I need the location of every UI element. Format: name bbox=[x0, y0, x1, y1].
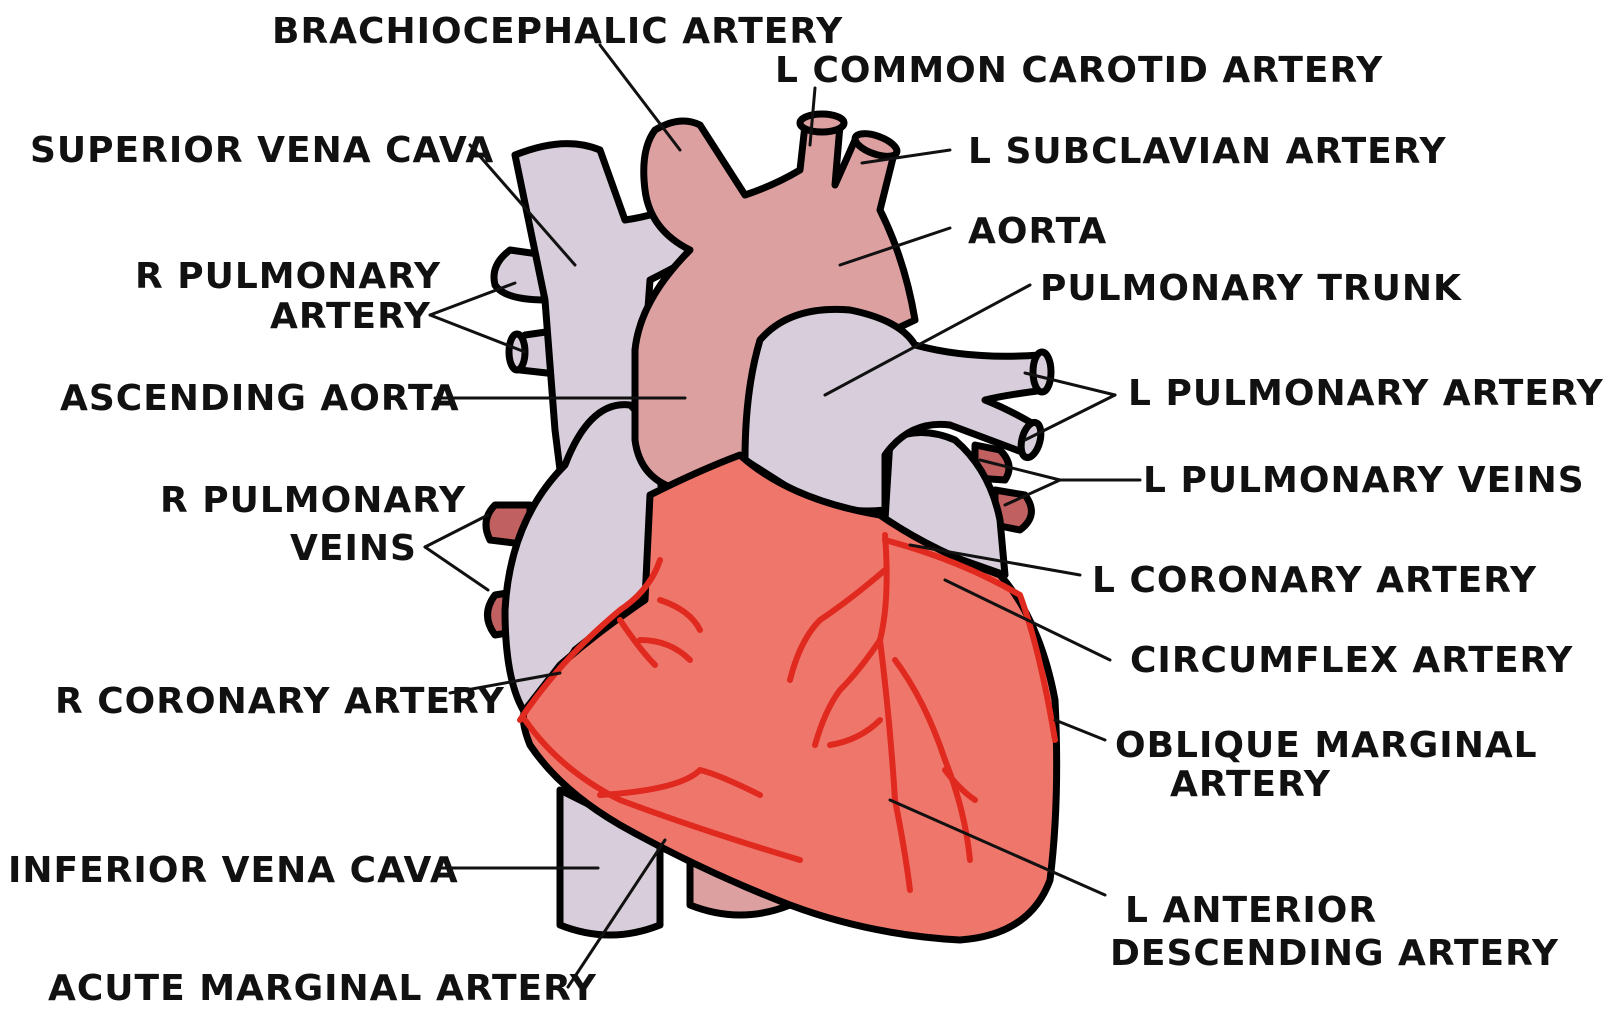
label-ascending-aorta: ASCENDING AORTA bbox=[60, 378, 460, 419]
label-inferior-vena-cava: INFERIOR VENA CAVA bbox=[8, 850, 459, 891]
label-oblique-marginal-artery-line2: ARTERY bbox=[1170, 764, 1331, 805]
label-r-pulmonary-veins-line1: R PULMONARY bbox=[160, 480, 466, 521]
label-pulmonary-trunk: PULMONARY TRUNK bbox=[1040, 268, 1462, 309]
label-l-common-carotid-artery: L COMMON CAROTID ARTERY bbox=[775, 50, 1383, 91]
l-common-carotid-opening bbox=[800, 114, 844, 132]
label-l-pulmonary-veins: L PULMONARY VEINS bbox=[1143, 460, 1585, 501]
label-l-pulmonary-artery: L PULMONARY ARTERY bbox=[1128, 373, 1604, 414]
label-l-subclavian-artery: L SUBCLAVIAN ARTERY bbox=[968, 131, 1447, 172]
label-l-anterior-descending-artery-line1: L ANTERIOR bbox=[1125, 890, 1377, 931]
label-r-pulmonary-veins-line2: VEINS bbox=[290, 528, 417, 569]
label-aorta: AORTA bbox=[968, 211, 1107, 252]
label-r-pulmonary-artery-line2: ARTERY bbox=[270, 296, 431, 337]
label-l-anterior-descending-artery-line2: DESCENDING ARTERY bbox=[1110, 933, 1559, 974]
label-r-coronary-artery: R CORONARY ARTERY bbox=[55, 681, 505, 722]
label-l-coronary-artery: L CORONARY ARTERY bbox=[1092, 560, 1537, 601]
label-r-pulmonary-artery-line1: R PULMONARY bbox=[135, 256, 441, 297]
label-oblique-marginal-artery-line1: OBLIQUE MARGINAL bbox=[1115, 725, 1538, 766]
label-circumflex-artery: CIRCUMFLEX ARTERY bbox=[1130, 640, 1573, 681]
l-pulmonary-artery-opening-upper bbox=[1033, 352, 1051, 392]
label-acute-marginal-artery: ACUTE MARGINAL ARTERY bbox=[48, 968, 597, 1009]
label-brachiocephalic-artery: BRACHIOCEPHALIC ARTERY bbox=[272, 11, 843, 52]
label-superior-vena-cava: SUPERIOR VENA CAVA bbox=[30, 130, 494, 171]
